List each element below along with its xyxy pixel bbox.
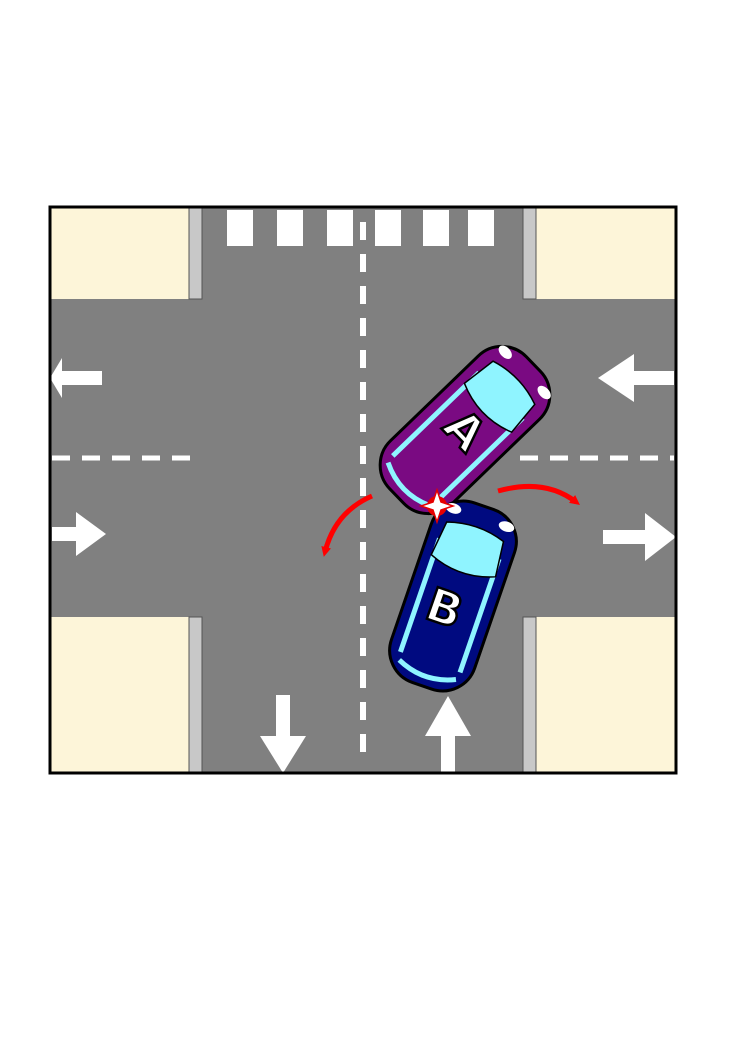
arrow-left-icon (598, 354, 674, 402)
sidewalk-bottom-right (536, 617, 676, 773)
arrow-right-icon (52, 512, 106, 556)
arrow-up-icon (425, 696, 471, 773)
sidewalk-top-right (536, 207, 676, 299)
arrow-down-icon (260, 695, 306, 773)
crosswalk (227, 210, 494, 246)
arrow-left-icon (50, 358, 102, 398)
sidewalk-bottom-left (50, 617, 189, 773)
collision-star-icon (418, 487, 456, 525)
diagram-frame (48, 205, 678, 775)
crosswalk-stripe (227, 210, 253, 246)
curb-top-right (522, 206, 537, 300)
crosswalk-stripe (468, 210, 494, 246)
crosswalk-stripe (327, 210, 353, 246)
crosswalk-stripe (375, 210, 401, 246)
sidewalk-top-left (50, 207, 189, 299)
car-b: B (388, 499, 518, 693)
curb-top-left (188, 206, 203, 300)
crosswalk-stripe (423, 210, 449, 246)
car-top-view-icon (388, 499, 518, 693)
crosswalk-stripe (277, 210, 303, 246)
curved-arrow-icon (321, 493, 374, 557)
arrow-right-icon (603, 513, 676, 561)
car-a: A (378, 344, 552, 516)
curved-arrow-icon (497, 484, 580, 506)
curb-bottom-left (188, 616, 203, 774)
curb-bottom-right (522, 616, 537, 774)
car-top-view-icon (378, 344, 552, 516)
